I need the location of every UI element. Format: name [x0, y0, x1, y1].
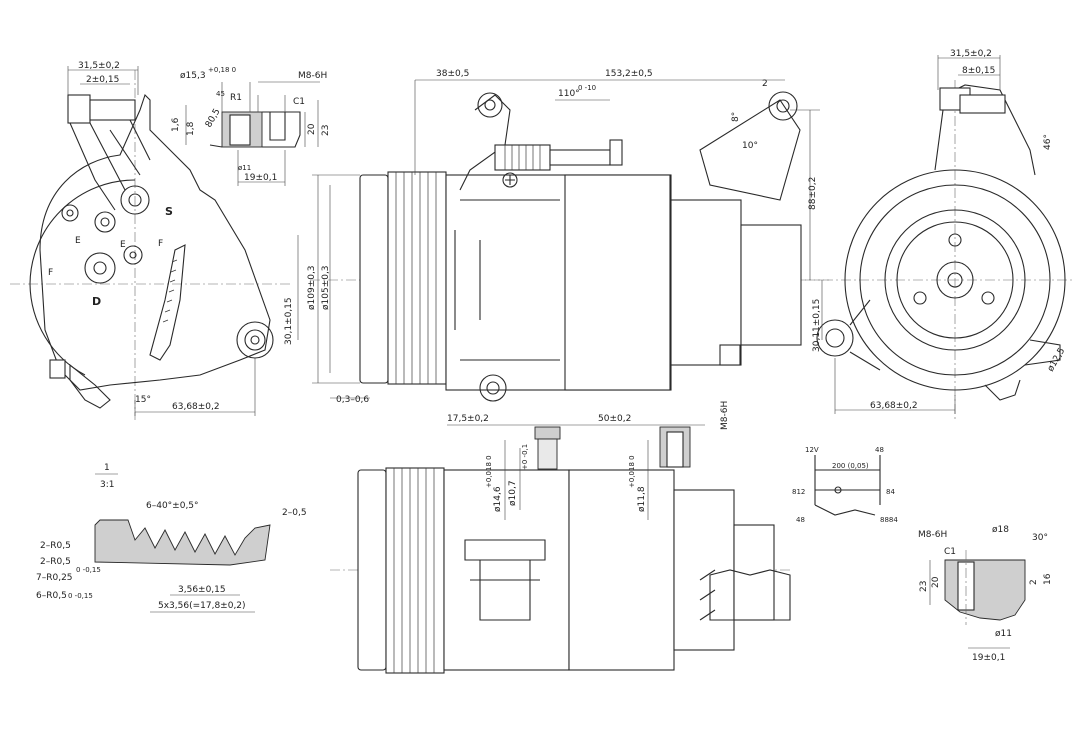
- circuit-n4: 8884: [880, 516, 898, 524]
- dim-pulley-d1: ø109±0,3: [307, 265, 317, 310]
- groove-angle: 6–40°±0,5°: [146, 501, 199, 511]
- circuit-gnd: 48: [875, 446, 884, 454]
- bf-w: 19±0,1: [972, 653, 1005, 663]
- flange-dia: ø15,3: [180, 71, 206, 81]
- groove-r4-tol: 0 -0,15: [68, 592, 93, 600]
- circuit-n1: 812: [792, 488, 805, 496]
- side-view-bottom: 17,5±0,2 50±0,2 M8-6H ø14,6 +0,018 0 ø10…: [330, 401, 791, 674]
- dim-bot-d1: ø14,6: [493, 486, 503, 512]
- dim-right-height: 88±0,2: [808, 177, 818, 210]
- label-f1: F: [48, 268, 53, 278]
- flange-ang: 80,5: [204, 107, 223, 129]
- flange-chamfer: C1: [293, 97, 305, 107]
- dim-right-top-o: 8±0,15: [962, 66, 995, 76]
- scale-num: 1: [104, 463, 110, 473]
- dim-top-len1: 38±0,5: [436, 69, 469, 79]
- flange-h3: 20: [307, 123, 317, 135]
- dim-bot-d3: ø11,8: [637, 486, 647, 512]
- bf-h1: 23: [919, 581, 929, 592]
- dim-bot-len1: 17,5±0,2: [447, 414, 489, 424]
- dim-right-ang: 46°: [1043, 134, 1053, 150]
- dim-top-ang3: 10°: [742, 141, 758, 151]
- bf-dia: ø18: [992, 525, 1009, 535]
- dim-top-offset: 2±0,15: [86, 75, 119, 85]
- scale-den: 3:1: [100, 480, 114, 490]
- dim-right-dia: ø12,5: [1046, 346, 1067, 373]
- circuit-n3: 48: [796, 516, 805, 524]
- groove-r1: 2–R0,5: [40, 541, 71, 551]
- dim-top-len2: 153,2±0,5: [605, 69, 653, 79]
- label-d: D: [92, 295, 101, 308]
- groove-pitch: 3,56±0,15: [178, 585, 226, 595]
- groove-r3: 7–R0,25: [36, 573, 73, 583]
- dim-left-width: 63,68±0,2: [172, 402, 220, 412]
- label-e: E: [75, 236, 81, 246]
- label-f2: F: [158, 239, 163, 249]
- dim-top-two: 2: [762, 79, 768, 89]
- groove-r2: 2–R0,5: [40, 557, 71, 567]
- flange-r: R1: [230, 93, 242, 103]
- bf-ang: 30°: [1032, 533, 1048, 543]
- bottom-flange-detail: M8-6H C1 ø18 30° 23 20 2 16 ø11 19±0,1: [918, 525, 1053, 663]
- dim-bot-len2: 50±0,2: [598, 414, 631, 424]
- flange-thread: M8-6H: [298, 71, 327, 81]
- dim-pulley-d2: ø105±0,3: [321, 265, 331, 310]
- circuit-v: 12V: [805, 446, 819, 454]
- circuit-r: 200 (0,05): [832, 462, 869, 470]
- bf-d: ø11: [995, 629, 1012, 639]
- bf-thread: M8-6H: [918, 530, 947, 540]
- dim-gap: 0,3–0,6: [336, 395, 369, 405]
- dim-right-height2: 30,11±0,15: [812, 299, 822, 352]
- flange-ang2: 45: [216, 90, 225, 98]
- side-view-top: 38±0,5 153,2±0,5 110° 0 -10 8° 10° 2 ø10…: [307, 69, 830, 405]
- dim-bot-d2-tol: +0 -0,1: [521, 444, 529, 470]
- dim-bot-thread: M8-6H: [720, 401, 730, 430]
- groove-profile-detail: 1 3:1 6–40°±0,5° 2–0,5 2–R0,5 2–R0,5 7–R…: [36, 463, 307, 613]
- label-e2: E: [120, 240, 126, 250]
- groove-total: 5x3,56(=17,8±0,2): [158, 601, 246, 611]
- groove-tip: 2–0,5: [282, 508, 307, 518]
- groove-r4: 6–R0,5: [36, 591, 67, 601]
- label-s: S: [165, 205, 173, 218]
- dim-right-w: 63,68±0,2: [870, 401, 918, 411]
- flange-dia-tol: +0,18 0: [208, 66, 236, 74]
- dim-left-height: 30,1±0,15: [284, 297, 294, 345]
- dim-top-angle-tol: 0 -10: [578, 84, 596, 92]
- dim-top-angle: 110°: [558, 89, 580, 99]
- dim-bot-d2: ø10,7: [508, 480, 518, 506]
- bf-h3: 2: [1029, 579, 1039, 585]
- dim-bot-d1-tol: +0,018 0: [485, 455, 493, 488]
- flange-w: 19±0,1: [244, 173, 277, 183]
- dim-top-ang2: 8°: [731, 112, 741, 122]
- bf-h2: 20: [931, 576, 941, 588]
- flange-h1: 1,6: [171, 117, 181, 132]
- bf-chamfer: C1: [944, 547, 956, 557]
- dim-bot-d3-tol: +0,018 0: [628, 455, 636, 488]
- circuit-n2: 84: [886, 488, 895, 496]
- circuit-schematic: 12V 48 200 (0,05) 812 84 48 8884: [792, 446, 898, 524]
- dim-top-width: 31,5±0,2: [78, 61, 120, 71]
- dim-left-angle: 15°: [135, 395, 151, 405]
- flange-detail: ø15,3 +0,18 0 M8-6H C1 1,6 1,8 20 23 R1 …: [171, 66, 331, 186]
- bf-h4: 16: [1043, 573, 1053, 585]
- flange-d: ø11: [238, 164, 251, 172]
- flange-h4: 23: [321, 125, 331, 136]
- left-front-view: S D E F F E 31,5±0,2 2±0,15 30,1±0,15 63…: [10, 61, 299, 420]
- right-front-view: 31,5±0,2 8±0,15 88±0,2 30,11±0,15 63,68±…: [790, 49, 1075, 420]
- dim-right-top-w: 31,5±0,2: [950, 49, 992, 59]
- groove-r3-tol: 0 -0,15: [76, 566, 101, 574]
- flange-h2: 1,8: [186, 121, 196, 136]
